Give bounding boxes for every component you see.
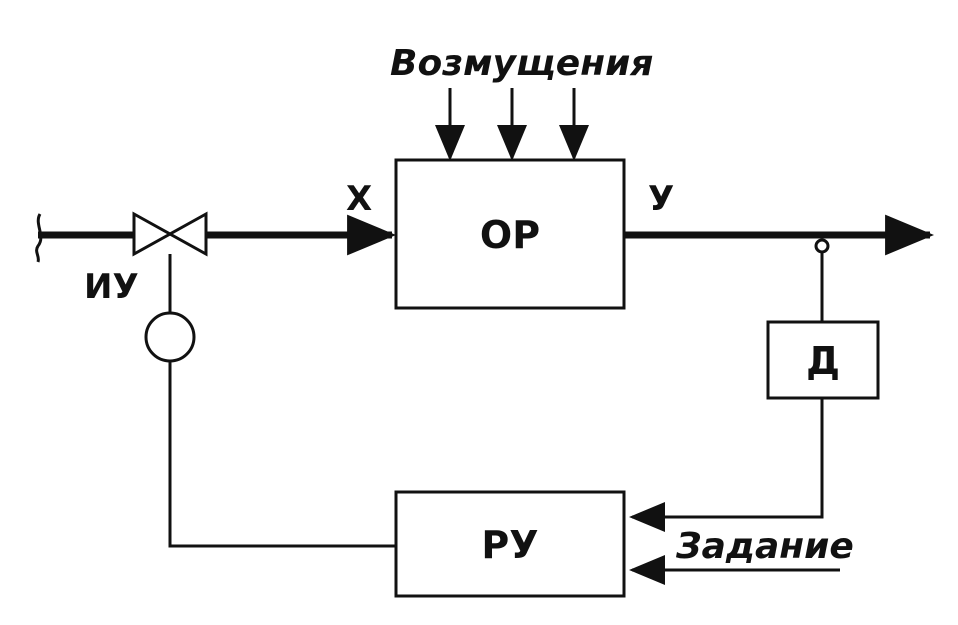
pipe-inlet-tail [35, 213, 43, 263]
control-signal-line [168, 362, 396, 548]
sensor-block-label: Д [806, 339, 840, 383]
valve-icon [132, 211, 208, 257]
actuator-motor-icon [144, 311, 196, 363]
measurement-tap-icon [814, 238, 830, 254]
disturbance-arrows [435, 88, 589, 161]
setpoint-label: Задание [675, 526, 854, 567]
controller-block [394, 490, 626, 598]
object-block [394, 158, 626, 310]
disturbances-label: Возмущения [390, 43, 653, 84]
actuator-label: ИУ [84, 267, 139, 307]
feedback-line [629, 398, 824, 532]
output-label: У [648, 179, 674, 219]
object-block-label: ОР [480, 213, 540, 257]
controller-block-label: РУ [481, 523, 538, 567]
input-label: X [346, 179, 372, 219]
